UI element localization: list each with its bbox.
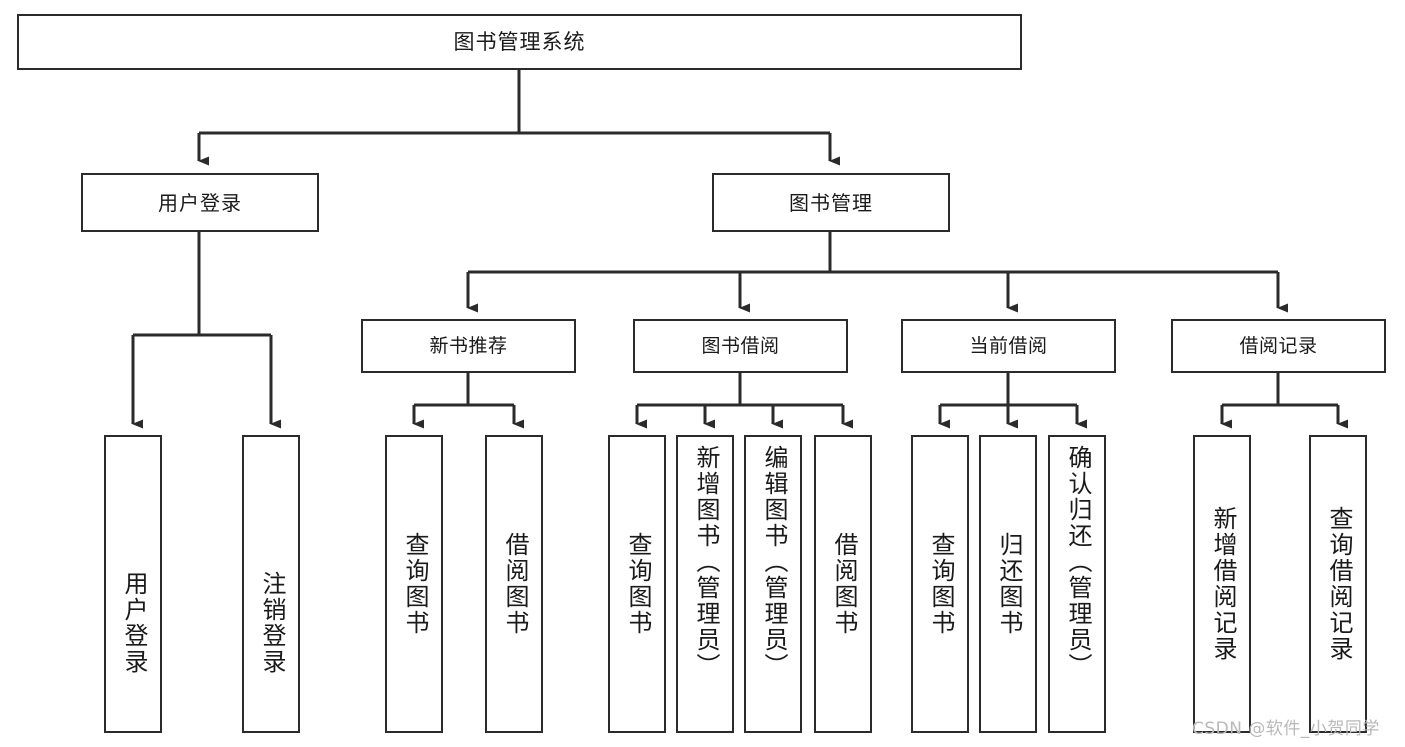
- node-label: 用户登录: [158, 190, 242, 215]
- leaf-recommend-borrow-book[interactable]: 借阅图书: [485, 435, 543, 733]
- node-label: 查询图书: [926, 532, 955, 636]
- node-label: 借阅记录: [1239, 334, 1318, 357]
- node-label: 注销登录: [257, 571, 286, 675]
- leaf-user-login-logout[interactable]: 注销登录: [242, 435, 300, 733]
- node-book-management[interactable]: 图书管理: [712, 173, 950, 232]
- node-user-login[interactable]: 用户登录: [81, 173, 319, 232]
- leaf-record-query-record[interactable]: 查询借阅记录: [1309, 435, 1367, 733]
- node-label: 查询图书: [400, 532, 429, 636]
- node-label: 借阅图书: [500, 532, 529, 636]
- node-label: 新增借阅记录: [1208, 506, 1237, 662]
- node-label: 当前借阅: [969, 334, 1048, 357]
- leaf-borrow-edit-book-admin[interactable]: 编辑图书（管理员）: [744, 435, 802, 733]
- leaf-borrow-borrow-book[interactable]: 借阅图书: [814, 435, 872, 733]
- node-label: 归还图书: [994, 532, 1023, 636]
- node-borrow-record[interactable]: 借阅记录: [1171, 319, 1386, 373]
- node-label: 图书管理: [789, 190, 873, 215]
- leaf-record-add-record[interactable]: 新增借阅记录: [1193, 435, 1251, 733]
- node-current-borrow[interactable]: 当前借阅: [901, 319, 1116, 373]
- leaf-current-confirm-return-admin[interactable]: 确认归还（管理员）: [1048, 435, 1106, 733]
- leaf-borrow-add-book-admin[interactable]: 新增图书（管理员）: [676, 435, 734, 733]
- node-label: 用户登录: [119, 571, 148, 675]
- csdn-watermark: CSDN @软件_小贺同学: [1192, 719, 1380, 739]
- leaf-recommend-query-book[interactable]: 查询图书: [385, 435, 443, 733]
- leaf-current-return-book[interactable]: 归还图书: [979, 435, 1037, 733]
- node-label: 图书借阅: [701, 334, 780, 357]
- node-label: 图书管理系统: [453, 29, 586, 54]
- node-root-system[interactable]: 图书管理系统: [17, 14, 1022, 70]
- node-new-book-recommend[interactable]: 新书推荐: [361, 319, 576, 373]
- node-label: 新增图书（管理员）: [691, 445, 720, 679]
- leaf-user-login-login[interactable]: 用户登录: [104, 435, 162, 733]
- node-label: 借阅图书: [829, 532, 858, 636]
- node-label: 查询借阅记录: [1324, 506, 1353, 662]
- node-label: 确认归还（管理员）: [1063, 445, 1092, 679]
- leaf-current-query-book[interactable]: 查询图书: [911, 435, 969, 733]
- node-book-borrow[interactable]: 图书借阅: [633, 319, 848, 373]
- node-label: 查询图书: [623, 532, 652, 636]
- node-label: 新书推荐: [429, 334, 508, 357]
- node-label: 编辑图书（管理员）: [759, 445, 788, 679]
- leaf-borrow-query-book[interactable]: 查询图书: [608, 435, 666, 733]
